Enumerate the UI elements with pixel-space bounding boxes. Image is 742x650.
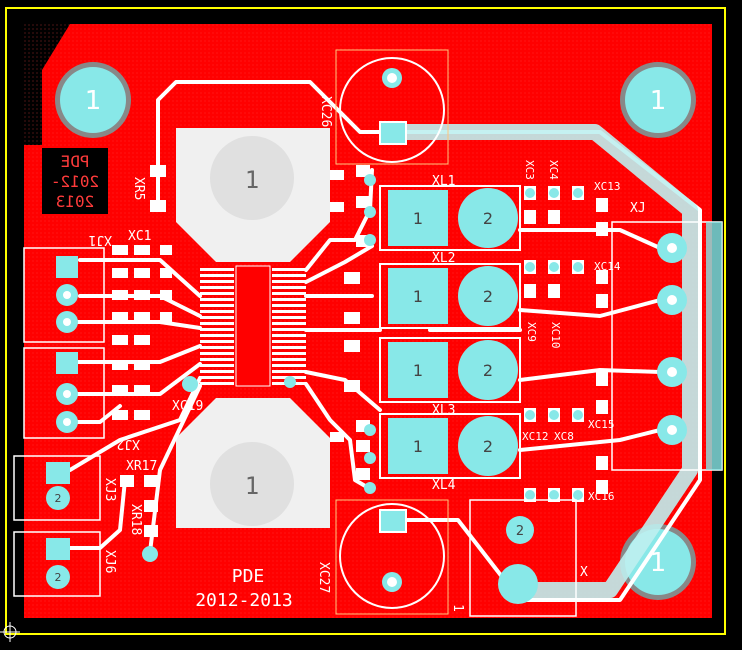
label-xc15: XC15 bbox=[588, 418, 615, 431]
connector-xj2 bbox=[23, 347, 105, 439]
mounting-hole-top-left: 1 bbox=[55, 62, 131, 138]
label-xl4: XL4 bbox=[432, 478, 456, 493]
mirrored-title-line3: 2013 bbox=[56, 192, 95, 211]
board-title: PDE 2012-2013 bbox=[195, 566, 293, 611]
label-xc10: XC10 bbox=[549, 322, 562, 349]
thermal-pad-label: 1 bbox=[245, 166, 259, 194]
origin-marker bbox=[0, 622, 20, 642]
pad-label: 2 bbox=[483, 437, 493, 456]
silkscreen-labels: XC1 XJ1 XC1 XJ2 XR5 XC19 XR17 XR18 XJ3 X… bbox=[89, 96, 646, 612]
mounting-hole-top-right: 1 bbox=[620, 62, 696, 138]
label-xj3: XJ3 bbox=[102, 478, 117, 501]
pin-label: 2 bbox=[516, 524, 524, 539]
pad-label: 2 bbox=[483, 361, 493, 380]
inductor-xl4: 1 2 bbox=[379, 413, 521, 479]
round-part-top bbox=[335, 49, 449, 165]
pad-label: 1 bbox=[413, 287, 423, 306]
label-xj1: XJ1 bbox=[89, 232, 112, 247]
title-line1: PDE bbox=[232, 566, 265, 587]
cap-array-left bbox=[112, 245, 172, 420]
hole-label: 1 bbox=[85, 86, 102, 116]
pad-label: 2 bbox=[483, 209, 493, 228]
vias-mid bbox=[364, 174, 376, 494]
pin-label: 2 bbox=[55, 492, 62, 505]
pad-label: 2 bbox=[483, 287, 493, 306]
label-xr17: XR17 bbox=[126, 459, 157, 474]
pad-label: 1 bbox=[413, 437, 423, 456]
label-xj-right: XJ bbox=[630, 201, 646, 216]
power-traces bbox=[395, 124, 698, 598]
label-xl1: XL1 bbox=[432, 174, 455, 189]
inductor-xl1: 1 2 bbox=[379, 185, 521, 251]
mirrored-title-block: PDE 2012- 2013 bbox=[42, 148, 108, 214]
pin-label: 2 bbox=[55, 571, 62, 584]
label-xc3: XC3 bbox=[523, 160, 536, 180]
pad-label: 1 bbox=[413, 209, 423, 228]
label-xc9: XC9 bbox=[525, 322, 538, 342]
label-xc27: XC27 bbox=[316, 562, 331, 593]
label-xj6: XJ6 bbox=[102, 550, 117, 573]
label-xc13: XC13 bbox=[594, 180, 621, 193]
mirrored-title-line2: 2012- bbox=[51, 172, 99, 191]
label-xc14: XC14 bbox=[594, 260, 621, 273]
connector-xj1 bbox=[23, 247, 105, 343]
label-xl3: XL3 bbox=[432, 403, 455, 418]
thermal-pad-top: 1 bbox=[176, 128, 330, 262]
cap-array-mid bbox=[330, 165, 370, 480]
terminal-bottom: 2 bbox=[469, 499, 577, 617]
round-part-bottom bbox=[335, 499, 449, 615]
hole-label: 1 bbox=[650, 548, 667, 578]
label-xc4: XC4 bbox=[547, 160, 560, 180]
connector-xj3: 2 bbox=[13, 455, 101, 521]
vias-right bbox=[525, 188, 583, 500]
connector-right bbox=[611, 221, 723, 471]
label-x-mark: X bbox=[580, 565, 588, 580]
board-outline bbox=[5, 7, 726, 635]
inductor-xl2: 1 2 bbox=[379, 263, 521, 329]
ic-pin-rows bbox=[200, 268, 306, 385]
label-xj2: XJ2 bbox=[117, 436, 140, 451]
label-xr18: XR18 bbox=[128, 504, 143, 535]
thermal-pad-label: 1 bbox=[245, 472, 259, 500]
ic-body bbox=[235, 265, 271, 387]
hole-label: 1 bbox=[650, 86, 667, 116]
mirrored-title-line1: PDE bbox=[61, 152, 90, 171]
label-xr5: XR5 bbox=[131, 177, 146, 200]
label-xc16: XC16 bbox=[588, 490, 615, 503]
pad-label: 1 bbox=[413, 361, 423, 380]
thermal-pad-bottom: 1 bbox=[176, 398, 330, 528]
label-one-mark: 1 bbox=[450, 604, 465, 612]
inductor-xl3: 1 2 bbox=[379, 337, 521, 403]
label-xc12: XC12 bbox=[522, 430, 549, 443]
label-xc1: XC1 bbox=[128, 229, 151, 244]
resistor-xr5 bbox=[150, 165, 166, 212]
label-xc8: XC8 bbox=[554, 430, 574, 443]
connector-xj6: 2 bbox=[13, 531, 101, 597]
label-xc19: XC19 bbox=[172, 399, 203, 414]
label-xl2: XL2 bbox=[432, 251, 455, 266]
title-line2: 2012-2013 bbox=[195, 590, 293, 611]
label-xc26: XC26 bbox=[318, 96, 333, 127]
resistors-bottom-left bbox=[120, 376, 296, 562]
